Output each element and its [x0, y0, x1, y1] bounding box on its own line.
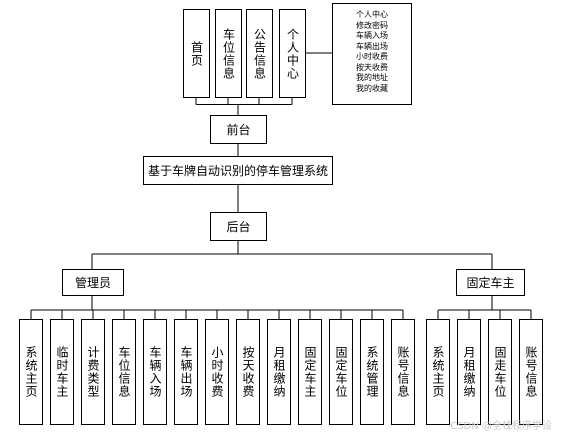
owner-label: 固定车主: [466, 276, 515, 290]
owner-module-label: 月租缴纳: [462, 346, 476, 398]
system-title-node: 基于车牌自动识别的停车管理系统: [143, 156, 333, 185]
admin-module: 固定车位: [329, 319, 353, 425]
admin-module-label: 按天收费: [241, 346, 255, 398]
owner-module: 账号信息: [519, 319, 543, 425]
admin-module-label: 车辆出场: [179, 346, 193, 398]
admin-label: 管理员: [74, 276, 111, 290]
admin-module: 车辆入场: [143, 319, 167, 425]
list-item: 我的地址: [356, 73, 388, 82]
admin-module: 车辆出场: [174, 319, 198, 425]
admin-module-label: 车辆入场: [148, 346, 162, 398]
owner-node: 固定车主: [456, 269, 525, 296]
front-module-parking-info: 车位信息: [215, 9, 242, 98]
admin-module: 按天收费: [236, 319, 260, 425]
admin-module: 固定车主: [298, 319, 322, 425]
list-item: 修改密码: [356, 20, 388, 30]
list-item: 我的收藏: [356, 83, 388, 93]
admin-module-label: 月租缴纳: [272, 346, 286, 398]
list-item: 车辆出场: [356, 41, 388, 51]
owner-module: 月租缴纳: [457, 319, 481, 425]
frontend-label: 前台: [226, 123, 251, 137]
owner-module-label: 账号信息: [524, 346, 538, 398]
list-item: 按天收费: [356, 62, 388, 72]
front-module-personal-center: 个人中心: [279, 9, 306, 98]
admin-module-label: 车位信息: [117, 346, 131, 398]
admin-module: 小时收费: [205, 319, 229, 425]
admin-module: 计费类型: [81, 319, 105, 425]
admin-module: 月租缴纳: [267, 319, 291, 425]
admin-module: 账号信息: [391, 319, 415, 425]
admin-module: 车位信息: [112, 319, 136, 425]
admin-module-label: 系统管理: [365, 346, 379, 398]
admin-module-label: 系统主页: [24, 346, 38, 398]
admin-module-label: 账号信息: [396, 346, 410, 398]
list-item: 车辆入场: [356, 31, 388, 40]
backend-node: 后台: [210, 212, 267, 241]
admin-module-label: 小时收费: [210, 346, 224, 398]
list-item: 个人中心: [356, 10, 388, 19]
front-module-label: 公告信息: [252, 27, 267, 80]
watermark-text: CSDN @全栈程序学设: [450, 421, 552, 432]
front-module-label: 个人中心: [285, 27, 300, 80]
admin-module: 系统管理: [360, 319, 384, 425]
front-module-notice-info: 公告信息: [246, 9, 273, 98]
front-module-home: 首页: [183, 9, 210, 98]
frontend-node: 前台: [210, 115, 267, 144]
owner-module: 系统主页: [426, 319, 450, 425]
admin-module-label: 固定车位: [334, 346, 348, 398]
personal-center-items: 个人中心 修改密码 车辆入场 车辆出场 小时收费 按天收费 我的地址 我的收藏: [333, 4, 411, 94]
system-title: 基于车牌自动识别的停车管理系统: [147, 164, 328, 178]
front-module-label: 首页: [189, 40, 204, 67]
front-module-label: 车位信息: [221, 27, 236, 80]
owner-module: 固走车位: [488, 319, 512, 425]
admin-module-label: 计费类型: [86, 346, 100, 398]
admin-node: 管理员: [62, 269, 124, 296]
owner-module-label: 固走车位: [493, 346, 507, 398]
admin-module: 系统主页: [19, 319, 43, 425]
list-item: 小时收费: [356, 52, 388, 61]
admin-module-label: 固定车主: [303, 346, 317, 398]
personal-center-list: 个人中心 修改密码 车辆入场 车辆出场 小时收费 按天收费 我的地址 我的收藏: [332, 3, 412, 105]
backend-label: 后台: [226, 220, 251, 234]
owner-module-label: 系统主页: [431, 346, 445, 398]
admin-module: 临时车主: [50, 319, 74, 425]
admin-module-label: 临时车主: [55, 346, 69, 398]
